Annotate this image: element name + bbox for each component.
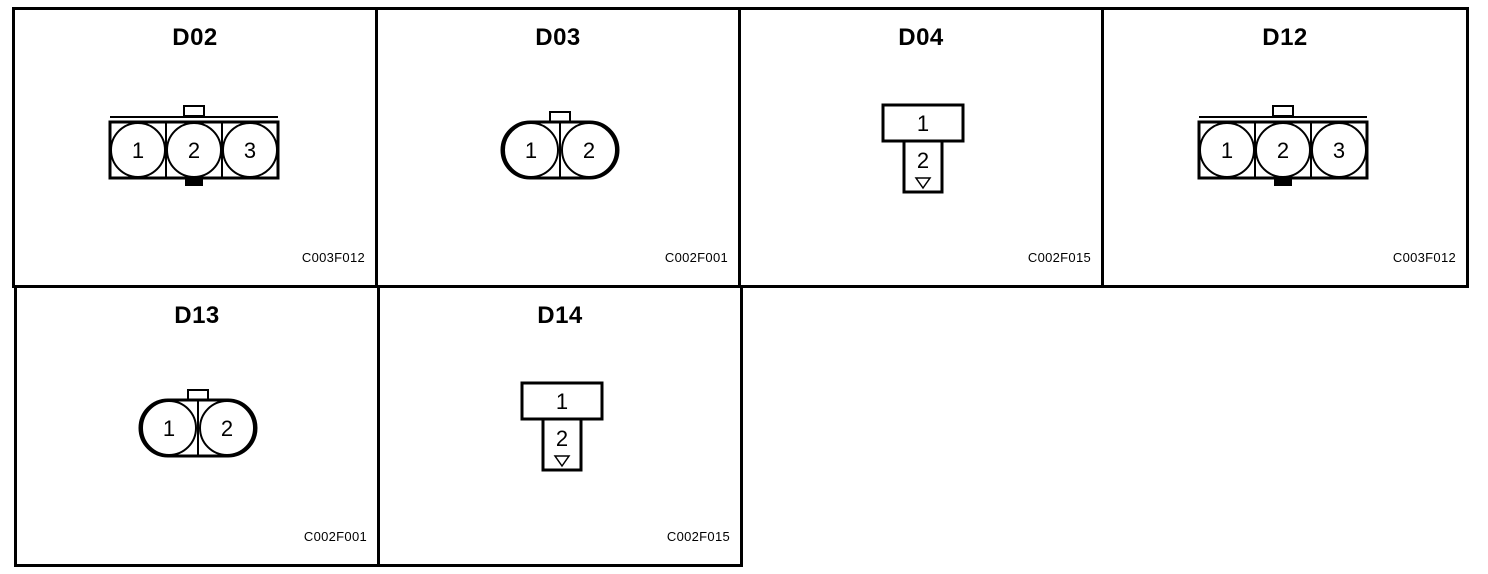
pin-label: 1 — [132, 138, 144, 163]
connector-title: D12 — [1262, 24, 1308, 51]
connector-code: C002F001 — [664, 250, 728, 265]
connector-title: D02 — [172, 24, 218, 51]
pin-label: 2 — [221, 416, 233, 441]
pin-label: 3 — [1333, 138, 1345, 163]
three-pin-connector-icon: 1 2 3 — [1197, 105, 1369, 186]
connector-cell-d03: D03 1 2 C002F001 — [375, 7, 741, 288]
pin-label: 1 — [556, 389, 568, 414]
connector-cell-d14: D14 1 2 C002F015 — [377, 285, 743, 567]
connector-cell-d02: D02 1 2 3 C003F012 — [12, 7, 378, 288]
connector-cell-d04: D04 1 2 C002F015 — [738, 7, 1104, 288]
pin-label: 2 — [917, 148, 929, 173]
pin-label: 2 — [1277, 138, 1289, 163]
pin-label: 1 — [525, 138, 537, 163]
connector-code: C003F012 — [1392, 250, 1456, 265]
three-pin-connector-icon: 1 2 3 — [108, 105, 280, 186]
pin-label: 3 — [244, 138, 256, 163]
stacked-connector-icon: 1 2 — [881, 103, 965, 194]
connector-title: D14 — [537, 302, 583, 329]
pin-label: 1 — [917, 111, 929, 136]
pin-label: 1 — [163, 416, 175, 441]
connector-cell-d12: D12 1 2 3 C003F012 — [1101, 7, 1469, 288]
connector-code: C002F015 — [666, 529, 730, 544]
pin-label: 2 — [583, 138, 595, 163]
connector-code: C002F001 — [303, 529, 367, 544]
two-pin-connector-icon: 1 2 — [500, 111, 620, 180]
connector-code: C003F012 — [301, 250, 365, 265]
pin-label: 1 — [1221, 138, 1233, 163]
two-pin-connector-icon: 1 2 — [138, 389, 258, 458]
stacked-connector-icon: 1 2 — [520, 381, 604, 472]
connector-title: D04 — [898, 24, 944, 51]
connector-title: D03 — [535, 24, 581, 51]
pin-label: 2 — [556, 426, 568, 451]
connector-title: D13 — [174, 302, 220, 329]
connector-cell-d13: D13 1 2 C002F001 — [14, 285, 380, 567]
pin-label: 2 — [188, 138, 200, 163]
connector-code: C002F015 — [1027, 250, 1091, 265]
